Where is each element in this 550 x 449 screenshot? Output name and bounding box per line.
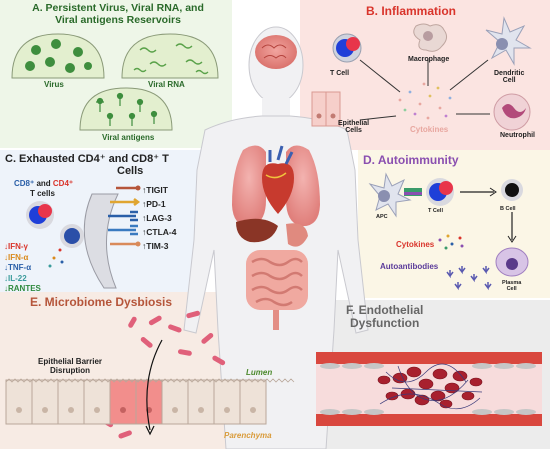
panel-f-title-line1: F. Endothelial bbox=[346, 303, 424, 317]
secreted-cytokine-dots bbox=[48, 248, 64, 268]
panel-b-arrows bbox=[359, 58, 490, 121]
receptor-pd1: ↑PD-1 bbox=[142, 199, 166, 209]
receptor-ctla4: ↑CTLA-4 bbox=[142, 227, 177, 237]
plasma-cell-icon bbox=[495, 247, 529, 277]
b-cell-icon bbox=[501, 179, 523, 201]
epithelial-barrier bbox=[5, 378, 295, 425]
panel-b-title: B. Inflammation bbox=[366, 4, 457, 18]
panel-d-title: D. Autoimmunity bbox=[363, 153, 459, 167]
panel-c-title-line1: C. Exhausted CD4⁺ and CD8⁺ T bbox=[5, 153, 169, 165]
panel-c-title-line2: Cells bbox=[117, 165, 144, 178]
autoimmune-cytokines-label: Cytokines bbox=[396, 240, 435, 249]
autoimmune-t-cell-icon bbox=[426, 178, 454, 206]
cytokine-tnf-alpha: ↓TNF-α bbox=[4, 263, 32, 272]
viral-rna-icon bbox=[133, 43, 209, 75]
t-cell-label: T Cell bbox=[330, 70, 350, 77]
b-cell-label: B Cell bbox=[500, 206, 516, 212]
virus-icon bbox=[25, 39, 92, 73]
barrier-line1: Epithelial Barrier bbox=[38, 357, 103, 366]
neutrophil-icon bbox=[493, 93, 531, 131]
receptor-tigit: ↑TIGIT bbox=[142, 185, 168, 195]
panel-e-title: E. Microbiome Dysbiosis bbox=[30, 295, 173, 309]
autoantibody-icons bbox=[446, 266, 492, 291]
lumen-label: Lumen bbox=[246, 368, 273, 377]
epithelial-line2: Cells bbox=[345, 127, 362, 134]
cytokine-rantes: ↓RANTES bbox=[4, 284, 41, 293]
panel-a-title-line1: A. Persistent Virus, Viral RNA, and bbox=[32, 2, 204, 14]
autoantibodies-label: Autoantibodies bbox=[380, 262, 439, 271]
barrier-disruption-arrow bbox=[146, 339, 163, 431]
panel-a-title-line2: Viral antigens Reservoirs bbox=[55, 13, 181, 26]
cytokine-dots-d bbox=[438, 234, 464, 250]
plasma-cell-label: Plasma Cell bbox=[502, 280, 521, 292]
panel-a-title: A. Persistent Virus, Viral RNA, and Vira… bbox=[4, 2, 232, 26]
dendritic-cell-label: Dendritic Cell bbox=[494, 70, 524, 84]
cd8-t-cell-icon bbox=[60, 224, 84, 248]
plasma-line1: Plasma bbox=[502, 280, 522, 286]
viral-rna-label: Viral RNA bbox=[148, 80, 185, 89]
lungs-icon bbox=[232, 145, 320, 227]
receptor-lag3: ↑LAG-3 bbox=[142, 213, 172, 223]
cd4-label: CD4⁺ bbox=[52, 179, 74, 188]
tcells-heading: CD8⁺ and CD4⁺ bbox=[14, 179, 73, 188]
liver-icon bbox=[236, 218, 278, 243]
cytokine-list: ↓IFN-γ ↓IFN-α ↓TNF-α ↓IL-22 ↓RANTES bbox=[4, 242, 41, 295]
epithelial-cells-icon bbox=[311, 91, 341, 127]
cytokines-label: Cytokines bbox=[410, 125, 449, 134]
apc-label: APC bbox=[376, 214, 388, 220]
macrophage-icon bbox=[413, 23, 448, 52]
receptor-tim3: ↑TIM-3 bbox=[142, 241, 169, 251]
tcells-label: T cells bbox=[30, 189, 55, 198]
barrier-disruption-label: Epithelial Barrier Disruption bbox=[38, 357, 102, 375]
plasma-line2: Cell bbox=[506, 286, 517, 292]
viral-rna-cell bbox=[121, 33, 219, 79]
epithelial-cells-label: Epithelial Cells bbox=[338, 120, 369, 134]
epithelial-line1: Epithelial bbox=[338, 120, 370, 127]
dendritic-line1: Dendritic bbox=[494, 70, 525, 77]
panel-f-title: F. Endothelial Dysfunction bbox=[346, 303, 424, 331]
viral-antigens-cell bbox=[79, 87, 173, 131]
dendritic-line2: Cell bbox=[502, 77, 516, 84]
macrophage-label: Macrophage bbox=[408, 56, 450, 63]
virus-cell bbox=[11, 33, 105, 79]
receptor-list: ↑TIGIT ↑PD-1 ↑LAG-3 ↑CTLA-4 ↑TIM-3 bbox=[142, 183, 176, 253]
parenchyma-label: Parenchyma bbox=[224, 431, 272, 440]
receptor-icons bbox=[108, 185, 141, 247]
viral-antigen-icon bbox=[96, 92, 158, 126]
panel-f-title-line2: Dysfunction bbox=[350, 316, 420, 331]
cytokine-dots bbox=[398, 82, 452, 120]
cd8-label: CD8⁺ bbox=[14, 179, 35, 188]
t-cell-icon bbox=[332, 33, 362, 63]
virus-label: Virus bbox=[44, 80, 64, 89]
viral-antigens-label: Viral antigens bbox=[102, 133, 155, 142]
panel-c-title: C. Exhausted CD4⁺ and CD8⁺ T Cells bbox=[5, 153, 169, 177]
cd4-t-cell-icon bbox=[26, 201, 54, 229]
brain-icon bbox=[255, 35, 297, 69]
dendritic-cell-icon bbox=[485, 16, 532, 66]
blood-clot-icon bbox=[377, 363, 483, 410]
apc-icon bbox=[368, 172, 412, 218]
and-label: and bbox=[34, 179, 53, 188]
stomach-icon bbox=[286, 223, 308, 247]
heart-icon bbox=[262, 145, 294, 214]
barrier-line2: Disruption bbox=[50, 366, 91, 375]
blood-vessel-icon bbox=[316, 352, 542, 426]
autoimmune-t-cell-label: T Cell bbox=[428, 208, 443, 214]
cytokine-ifn-gamma: ↓IFN-γ bbox=[4, 242, 28, 251]
cytokine-il22: ↓IL-22 bbox=[4, 273, 27, 283]
neutrophil-label: Neutrophil bbox=[500, 132, 535, 139]
intestines-icon bbox=[246, 250, 308, 330]
cytokine-ifn-alpha: ↓IFN-α bbox=[4, 252, 29, 262]
